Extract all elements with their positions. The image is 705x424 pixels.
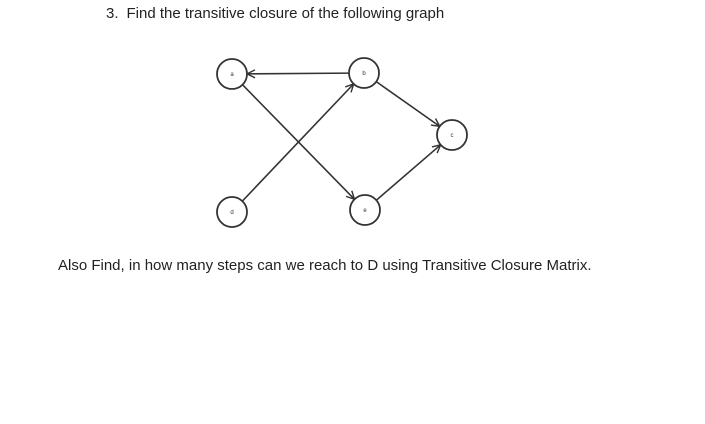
edge-d-b bbox=[241, 84, 353, 202]
followup-question: Also Find, in how many steps can we reac… bbox=[58, 257, 592, 274]
node-b bbox=[348, 57, 380, 89]
node-label-e: e bbox=[363, 208, 367, 214]
node-c bbox=[436, 119, 468, 151]
node-d bbox=[216, 196, 248, 228]
edge-b-c bbox=[375, 80, 439, 127]
node-e bbox=[349, 194, 381, 226]
node-a bbox=[216, 58, 248, 90]
edge-b-a bbox=[247, 73, 350, 74]
node-label-b: b bbox=[362, 71, 366, 77]
question-text: Find the transitive closure of the follo… bbox=[126, 5, 445, 22]
edge-e-c bbox=[375, 145, 440, 201]
node-label-a: a bbox=[230, 72, 234, 78]
question: 3. Find the transitive closure of the fol… bbox=[106, 5, 444, 22]
question-number: 3. bbox=[106, 5, 119, 22]
node-label-c: c bbox=[451, 133, 454, 139]
node-label-d: d bbox=[230, 210, 233, 216]
